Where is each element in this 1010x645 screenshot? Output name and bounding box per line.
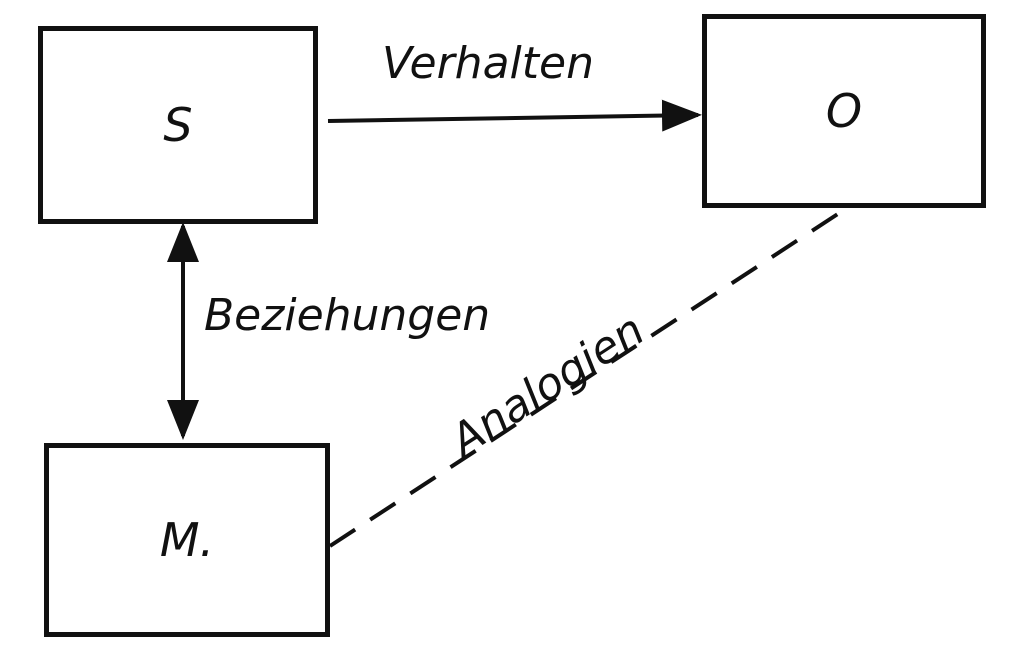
behavior-label: Verhalten bbox=[382, 38, 594, 89]
node-s: S bbox=[38, 26, 318, 224]
behavior-arrow bbox=[327, 99, 702, 132]
node-m-label: M. bbox=[159, 513, 215, 567]
node-o: O bbox=[702, 14, 986, 208]
node-m: M. bbox=[44, 443, 330, 637]
analogies-dashed-line bbox=[328, 204, 852, 548]
node-o-label: O bbox=[825, 84, 863, 138]
relations-label: Beziehungen bbox=[204, 290, 491, 341]
node-s-label: S bbox=[163, 98, 193, 152]
